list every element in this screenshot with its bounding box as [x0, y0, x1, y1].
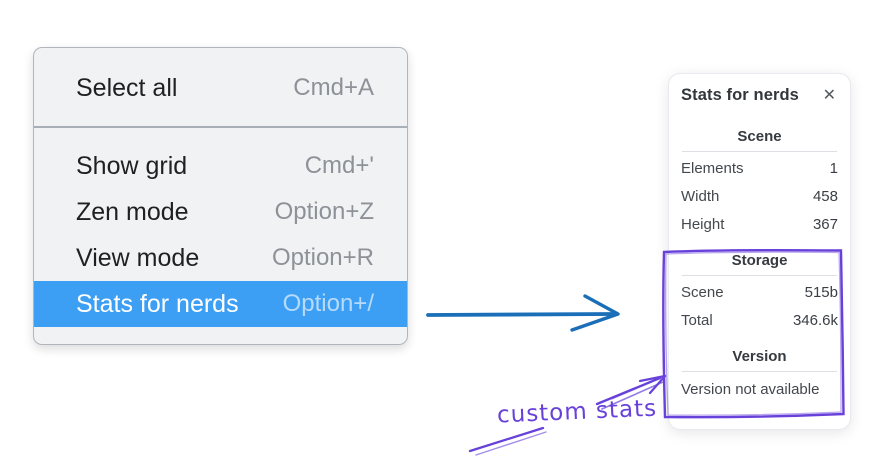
stats-panel-header: Stats for nerds ✕ — [681, 85, 838, 105]
close-icon[interactable]: ✕ — [822, 85, 836, 104]
menu-item-view-mode[interactable]: View mode Option+R — [34, 235, 407, 281]
section-heading-storage: Storage — [731, 252, 788, 269]
stats-panel: Stats for nerds ✕ Scene Elements 1 Width… — [668, 73, 851, 430]
menu-item-zen-mode[interactable]: Zen mode Option+Z — [34, 189, 407, 235]
menu-group: Select all Cmd+A — [34, 66, 407, 110]
stat-row-total-storage: Total 346.6k — [681, 307, 838, 335]
stat-value: 458 — [812, 188, 838, 205]
menu-divider — [34, 126, 407, 128]
section-heading-scene: Scene — [737, 128, 782, 145]
menu-item-label: Zen mode — [76, 197, 189, 226]
stat-row-height: Height 367 — [681, 211, 838, 239]
stat-label: Total — [681, 312, 713, 329]
stat-row-elements: Elements 1 — [681, 155, 838, 183]
menu-group: Show grid Cmd+' Zen mode Option+Z View m… — [34, 143, 407, 327]
section-divider — [682, 275, 837, 276]
stat-label: Elements — [681, 160, 744, 177]
menu-item-shortcut: Option+R — [271, 244, 374, 271]
menu-item-select-all[interactable]: Select all Cmd+A — [34, 66, 407, 110]
context-menu: Select all Cmd+A Show grid Cmd+' Zen mod… — [33, 47, 408, 345]
stat-row-width: Width 458 — [681, 183, 838, 211]
menu-item-label: Select all — [76, 73, 178, 102]
stat-value: 1 — [829, 160, 838, 177]
section-heading-version: Version — [732, 348, 787, 365]
annotation-label: custom stats — [496, 395, 658, 429]
stats-panel-title: Stats for nerds — [681, 85, 799, 104]
menu-item-shortcut: Cmd+' — [304, 152, 374, 179]
stat-label: Width — [681, 188, 720, 205]
version-note: Version not available — [681, 381, 820, 398]
stat-label: Scene — [681, 284, 724, 301]
stat-value: 515b — [804, 284, 838, 301]
menu-item-shortcut: Option+Z — [274, 198, 374, 225]
section-divider — [682, 371, 837, 372]
menu-item-label: Stats for nerds — [76, 289, 239, 318]
menu-item-label: Show grid — [76, 151, 188, 180]
menu-item-shortcut: Cmd+A — [293, 74, 374, 101]
stat-label: Height — [681, 216, 725, 233]
menu-item-shortcut: Option+/ — [282, 290, 374, 317]
arrow-menu-to-panel — [426, 294, 620, 332]
menu-item-label: View mode — [76, 243, 200, 272]
stat-row-scene-storage: Scene 515b — [681, 279, 838, 307]
menu-item-show-grid[interactable]: Show grid Cmd+' — [34, 143, 407, 189]
stat-value: 367 — [812, 216, 838, 233]
menu-item-stats-for-nerds[interactable]: Stats for nerds Option+/ — [34, 281, 407, 327]
section-divider — [682, 151, 837, 152]
stat-value: 346.6k — [792, 312, 838, 329]
